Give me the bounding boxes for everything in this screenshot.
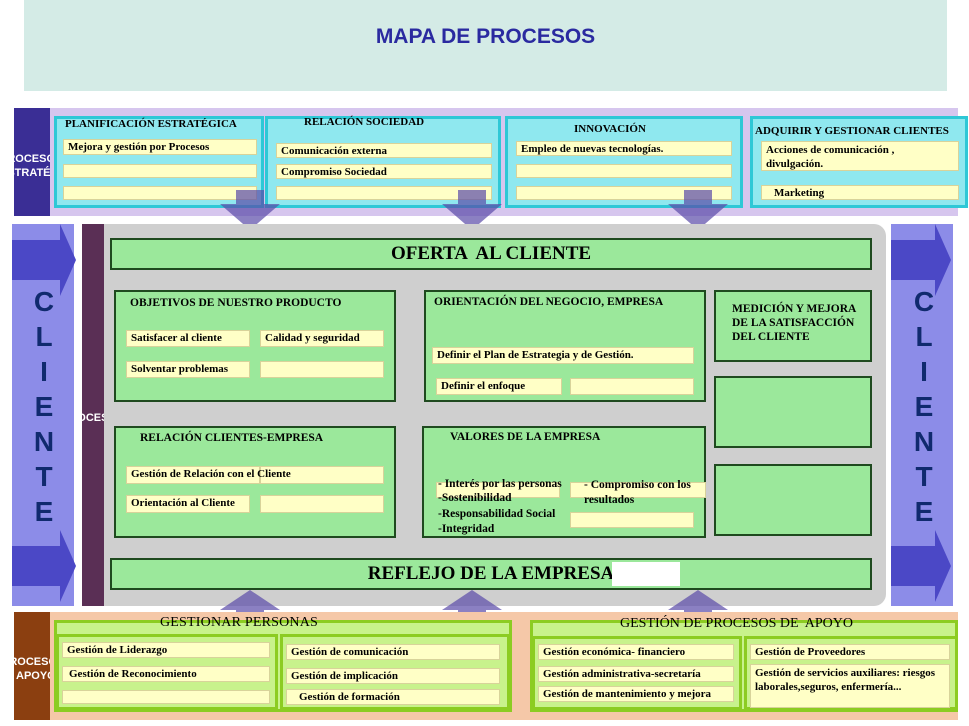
field-empty: [276, 186, 492, 200]
field-gestion-reconocimiento: Gestión de Reconocimiento: [62, 666, 270, 682]
up-arrow: [668, 590, 728, 626]
field-calidad-seguridad: Calidad y seguridad: [260, 330, 384, 347]
valores-empresa-box: VALORES DE LA EMPRESA - Interés por las …: [422, 426, 706, 538]
field-empty: [516, 186, 732, 200]
field-acciones-comunicacion: Acciones de comunicación , divulgación.: [761, 141, 959, 171]
field-empty: [570, 512, 694, 528]
field-gestion-comunicacion: Gestión de comunicación: [286, 644, 500, 660]
relacion-sociedad-box: RELACIÓN SOCIEDAD Comunicación externa C…: [265, 116, 501, 208]
field-gestion-economica: Gestión económica- financiero: [538, 644, 734, 660]
relacion-clientes-empresa-box: RELACIÓN CLIENTES-EMPRESA Gestión de Rel…: [114, 426, 396, 538]
field-empty: [570, 482, 706, 498]
right-arrow: [12, 530, 76, 602]
field-empty: [260, 361, 384, 378]
field-servicios-auxiliares: Gestión de servicios auxiliares: riesgos…: [750, 664, 950, 708]
right-arrow: [891, 224, 951, 296]
orientacion-negocio-box: ORIENTACIÓN DEL NEGOCIO, EMPRESA Definir…: [424, 290, 706, 402]
down-arrow: [442, 190, 502, 230]
field-gestion-implicacion: Gestión de implicación: [286, 668, 500, 684]
field-comunicacion-externa: Comunicación externa: [276, 143, 492, 158]
title-banner: [24, 0, 947, 91]
field-gestion-relacion-cliente: Gestión de Relación con el Cliente: [126, 466, 291, 484]
down-arrow: [668, 190, 728, 230]
field-empty: [516, 164, 732, 178]
field-empty: [260, 495, 384, 513]
field-gestion-mantenimiento: Gestión de mantenimiento y mejora: [538, 686, 734, 702]
field-gestion-administrativa: Gestión administrativa-secretaría: [538, 666, 734, 682]
down-arrow: [220, 190, 280, 230]
page-title: MAPA DE PROCESOS: [375, 25, 596, 48]
field-empty: [260, 466, 384, 484]
field-nuevas-tecnologias: Empleo de nuevas tecnologías.: [516, 141, 732, 156]
up-arrow: [220, 590, 280, 626]
adquirir-clientes-box: ADQUIRIR Y GESTIONAR CLIENTES Acciones d…: [750, 116, 968, 208]
field-empty: [436, 482, 560, 498]
support-up-arrows: [220, 590, 728, 626]
empty-green-box: [714, 464, 872, 536]
right-arrow: [891, 530, 951, 602]
strategic-side-label: PROCESOS ESTRATÉGICOS: [14, 108, 50, 216]
operative-side-bar: PROCESOS OPERATIVOS: [82, 224, 104, 606]
reflejo-empresa-bar: REFLEJO DE LA EMPRESA: [110, 558, 872, 590]
field-gestion-formacion: Gestión de formación: [286, 689, 500, 705]
right-arrow: [12, 224, 76, 296]
client-right-word: C L I E N T E: [913, 286, 935, 527]
field-solventar-problemas: Solventar problemas: [126, 361, 250, 378]
objetivos-producto-box: OBJETIVOS DE NUESTRO PRODUCTO Satisfacer…: [114, 290, 396, 402]
field-satisfacer-cliente: Satisfacer al cliente: [126, 330, 250, 347]
empty-green-box: [714, 376, 872, 448]
field-empty: [62, 690, 270, 704]
up-arrow: [442, 590, 502, 626]
client-left-arrows: [12, 224, 76, 602]
field-marketing: Marketing: [761, 185, 959, 200]
client-right-band: [891, 224, 953, 606]
field-empty: [570, 378, 694, 395]
white-patch: [612, 562, 680, 586]
client-right-arrows: [891, 224, 951, 602]
field-orientacion-cliente: Orientación al Cliente: [126, 495, 250, 513]
field-gestion-liderazgo: Gestión de Liderazgo: [62, 642, 270, 658]
field-plan-estrategia: Definir el Plan de Estrategia y de Gesti…: [432, 347, 694, 364]
field-definir-enfoque: Definir el enfoque: [436, 378, 562, 395]
innovacion-box: INNOVACIÓN Empleo de nuevas tecnologías.: [505, 116, 743, 208]
field-empty: [63, 164, 257, 178]
field-gestion-proveedores: Gestión de Proveedores: [750, 644, 950, 660]
planificacion-estrategica-box: PLANIFICACIÓN ESTRATÉGICA Mejora y gesti…: [54, 116, 264, 208]
strategic-down-arrows: [220, 190, 728, 230]
medicion-satisfaccion-box: MEDICIÓN Y MEJORA DE LA SATISFACCIÓN DEL…: [714, 290, 872, 362]
support-side-label: PROCESOS APOYO: [14, 612, 50, 720]
field-mejora-procesos: Mejora y gestión por Procesos: [63, 139, 257, 155]
client-left-word: C L I E N T E: [33, 286, 55, 527]
oferta-cliente-bar: OFERTA AL CLIENTE: [110, 238, 872, 270]
field-compromiso-sociedad: Compromiso Sociedad: [276, 164, 492, 179]
